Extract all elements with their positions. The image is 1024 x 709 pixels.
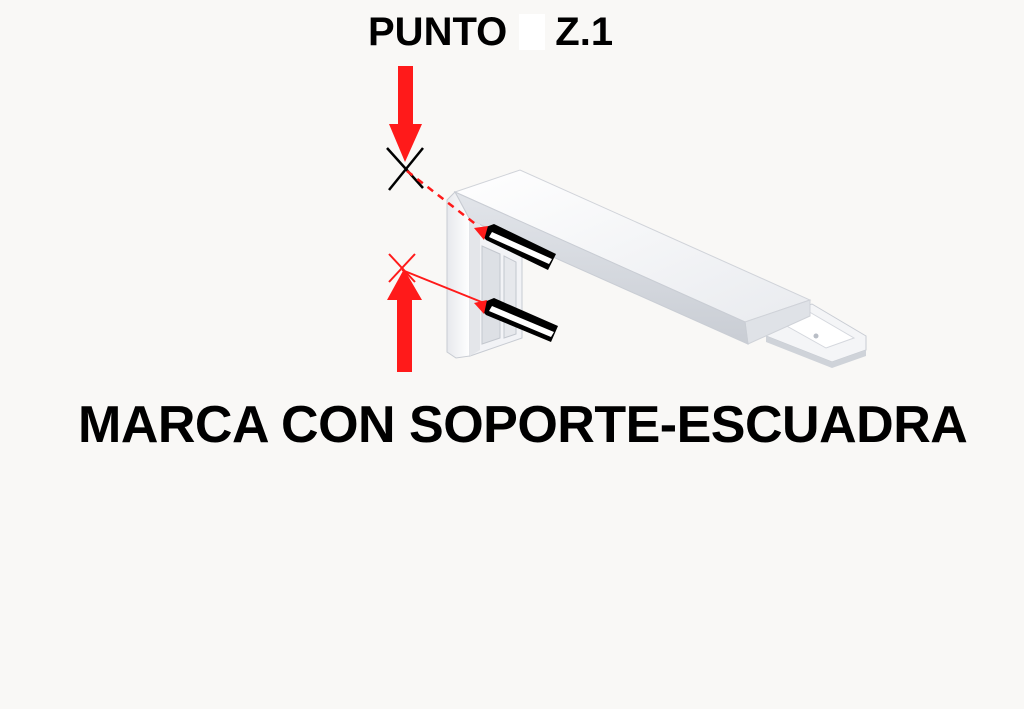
- cross-mark-icon: [388, 253, 416, 283]
- point-word: PUNTO: [368, 10, 508, 54]
- arrow-up-icon: [387, 269, 422, 372]
- dashed-guide-line: [406, 170, 479, 227]
- cross-mark-icon: [386, 147, 424, 191]
- point-code: Z.1: [555, 10, 614, 54]
- guide-line: [401, 269, 485, 304]
- pencil-icon: [474, 298, 558, 342]
- arrow-down-icon: [389, 66, 422, 162]
- caption: MARCA CON SOPORTE-ESCUADRA: [78, 396, 968, 454]
- point-label: PUNTO Z.1: [368, 10, 613, 54]
- pencil-icon: [474, 224, 556, 270]
- bracket-arm: [453, 169, 812, 345]
- redacted-box: [519, 14, 546, 50]
